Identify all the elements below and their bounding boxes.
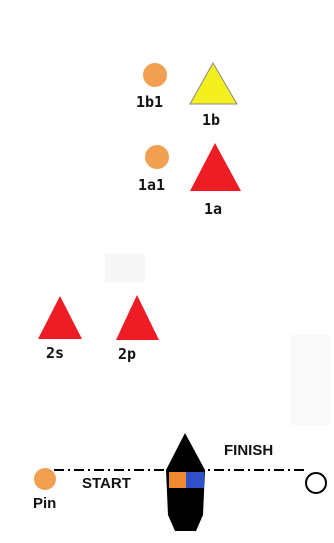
mark-2p-triangle-icon	[116, 295, 159, 340]
mark-1a-label: 1a	[204, 200, 222, 218]
orange-flag-icon	[169, 472, 186, 488]
pin-buoy-icon	[34, 468, 56, 490]
mark-2s-triangle-icon	[38, 296, 82, 339]
finish-mark-icon	[306, 473, 326, 493]
buoy-1b1-label: 1b1	[136, 93, 163, 111]
blue-flag-icon	[186, 472, 204, 488]
mark-1a-triangle-icon	[190, 143, 241, 191]
pin-label: Pin	[33, 495, 56, 512]
mark-2p-label: 2p	[118, 345, 136, 363]
start-label: START	[82, 475, 131, 492]
buoy-1b1-icon	[143, 63, 167, 87]
mark-1b-label: 1b	[202, 111, 220, 129]
mark-1b-triangle-icon	[190, 63, 237, 104]
buoy-1a1-label: 1a1	[138, 176, 165, 194]
finish-label: FINISH	[224, 442, 273, 459]
buoy-1a1-icon	[145, 145, 169, 169]
committee-boat-icon	[166, 433, 205, 531]
mark-2s-label: 2s	[46, 344, 64, 362]
